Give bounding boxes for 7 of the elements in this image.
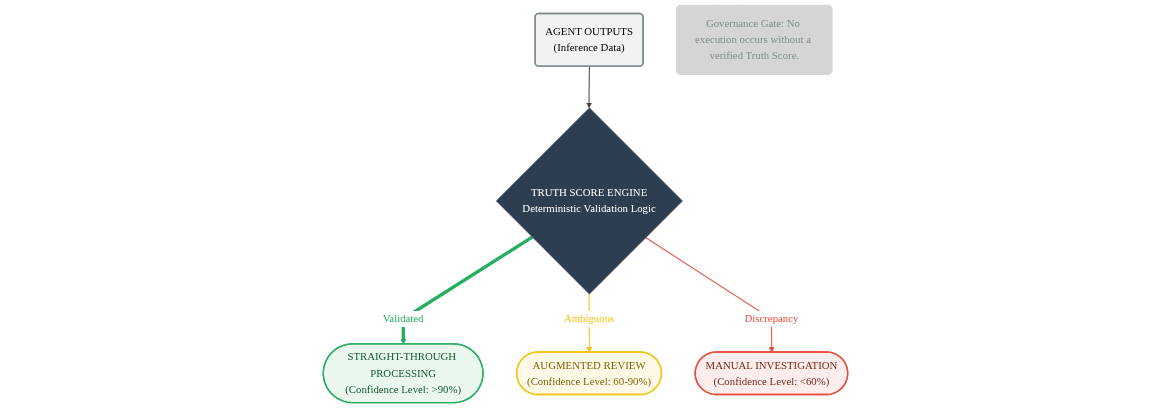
edge-label: Discrepancy bbox=[744, 312, 799, 325]
node-diamond: TRUTH SCORE ENGINE Deterministic Validation Logic bbox=[496, 107, 683, 295]
edge-label: Validated bbox=[382, 312, 424, 325]
edge-label: Ambiguous bbox=[563, 312, 615, 325]
arrow bbox=[645, 237, 775, 353]
arrow bbox=[400, 235, 534, 345]
arrow bbox=[586, 65, 593, 109]
